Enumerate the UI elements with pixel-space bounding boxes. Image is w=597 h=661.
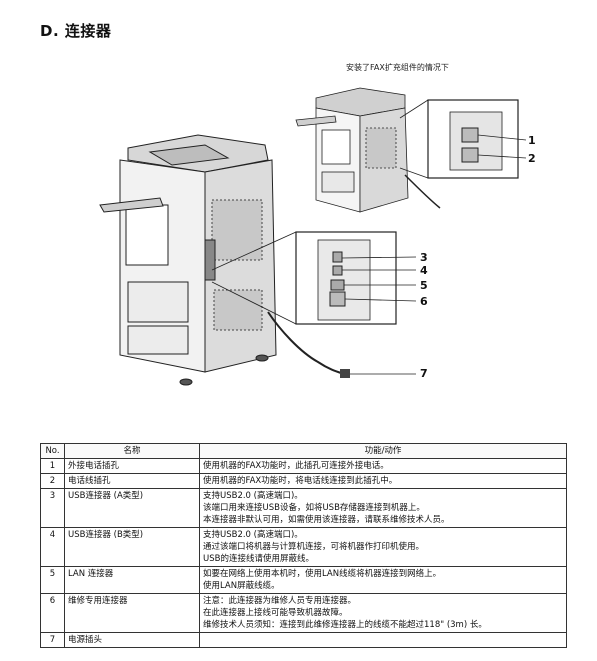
power-cord — [267, 311, 345, 375]
row-function: 使用机器的FAX功能时，将电话线连接到此插孔中。 — [199, 473, 567, 489]
function-line: 该端口用来连接USB设备，如将USB存储器连接到机器上。 — [203, 503, 425, 513]
table-row: 7 电源插头 — [40, 632, 567, 648]
callout-6: 6 — [420, 295, 428, 308]
function-line: 支持USB2.0 (高速端口)。 — [203, 491, 303, 501]
function-line: 本连接器非默认可用，如需使用该连接器，请联系维修技术人员。 — [203, 515, 450, 525]
row-function: 支持USB2.0 (高速端口)。 通过该端口将机器与计算机连接，可将机器作打印机… — [199, 527, 567, 567]
callout-3: 3 — [420, 251, 428, 264]
main-copier-drawing — [99, 134, 277, 386]
header-no: No. — [40, 443, 65, 459]
fax-kit-caption: 安装了FAX扩充组件的情况下 — [346, 63, 449, 72]
function-line: 使用LAN屏蔽线缆。 — [203, 581, 280, 591]
callout-5: 5 — [420, 279, 428, 292]
fax-zoom-box — [399, 99, 519, 179]
callout-1: 1 — [528, 134, 536, 147]
header-name: 名称 — [64, 443, 200, 459]
section-heading: D. 连接器 — [40, 22, 112, 40]
row-no: 1 — [40, 458, 65, 474]
table-row: 4 USB连接器 (B类型) 支持USB2.0 (高速端口)。 通过该端口将机器… — [40, 527, 567, 567]
row-name: 外接电话插孔 — [64, 458, 200, 474]
table-row: 5 LAN 连接器 如要在网络上使用本机时，使用LAN线缆将机器连接到网络上。 … — [40, 566, 567, 594]
function-line: 支持USB2.0 (高速端口)。 — [203, 530, 303, 540]
row-name: USB连接器 (A类型) — [64, 488, 200, 528]
function-line: 如要在网络上使用本机时，使用LAN线缆将机器连接到网络上。 — [203, 569, 442, 579]
row-name: 电话线插孔 — [64, 473, 200, 489]
function-line: 使用机器的FAX功能时，将电话线连接到此插孔中。 — [203, 476, 398, 486]
connector-table: No. 名称 功能/动作 1 外接电话插孔 使用机器的FAX功能时，此插孔可连接… — [40, 443, 567, 648]
function-line: 在此连接器上接线可能导致机器故障。 — [203, 608, 348, 618]
row-function: 支持USB2.0 (高速端口)。 该端口用来连接USB设备，如将USB存储器连接… — [199, 488, 567, 528]
fax-copier-drawing — [295, 87, 409, 213]
row-no: 6 — [40, 593, 65, 633]
row-function: 注意：此连接器为维修人员专用连接器。 在此连接器上接线可能导致机器故障。 维修技… — [199, 593, 567, 633]
row-name: LAN 连接器 — [64, 566, 200, 594]
row-name: 电源插头 — [64, 632, 200, 648]
power-plug — [340, 369, 350, 378]
row-no: 4 — [40, 527, 65, 567]
callout-2: 2 — [528, 152, 536, 165]
function-line: 维修技术人员须知：连接到此维修连接器上的线缆不能超过118" (3m) 长。 — [203, 620, 487, 630]
callout-7: 7 — [420, 367, 428, 380]
row-no: 2 — [40, 473, 65, 489]
function-line: 注意：此连接器为维修人员专用连接器。 — [203, 596, 357, 606]
table-header-row: No. 名称 功能/动作 — [40, 443, 567, 459]
port-zoom-box — [211, 231, 397, 325]
row-function: 如要在网络上使用本机时，使用LAN线缆将机器连接到网络上。 使用LAN屏蔽线缆。 — [199, 566, 567, 594]
connector-illustration — [99, 87, 527, 386]
row-function — [199, 632, 567, 648]
callout-4: 4 — [420, 264, 428, 277]
table-row: 6 维修专用连接器 注意：此连接器为维修人员专用连接器。 在此连接器上接线可能导… — [40, 593, 567, 633]
row-no: 7 — [40, 632, 65, 648]
row-no: 5 — [40, 566, 65, 594]
row-name: USB连接器 (B类型) — [64, 527, 200, 567]
header-function: 功能/动作 — [199, 443, 567, 459]
function-line: 使用机器的FAX功能时，此插孔可连接外接电话。 — [203, 461, 389, 471]
table-row: 2 电话线插孔 使用机器的FAX功能时，将电话线连接到此插孔中。 — [40, 473, 567, 489]
table-row: 3 USB连接器 (A类型) 支持USB2.0 (高速端口)。 该端口用来连接U… — [40, 488, 567, 528]
function-line: 通过该端口将机器与计算机连接，可将机器作打印机使用。 — [203, 542, 425, 552]
row-name: 维修专用连接器 — [64, 593, 200, 633]
row-function: 使用机器的FAX功能时，此插孔可连接外接电话。 — [199, 458, 567, 474]
function-line: USB的连接线请使用屏蔽线。 — [203, 554, 314, 564]
table-row: 1 外接电话插孔 使用机器的FAX功能时，此插孔可连接外接电话。 — [40, 458, 567, 474]
row-no: 3 — [40, 488, 65, 528]
